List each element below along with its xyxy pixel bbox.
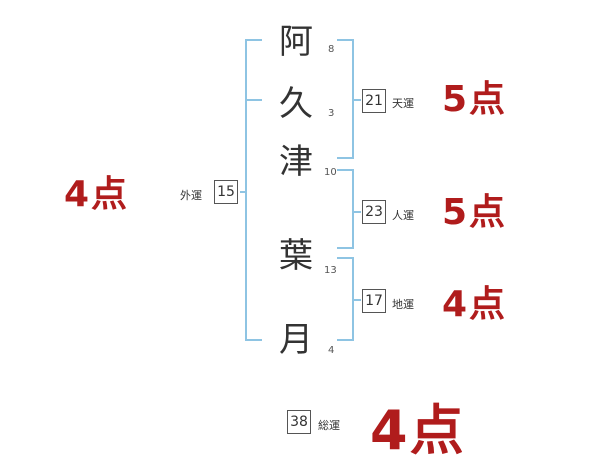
chikaku-bracket — [337, 257, 354, 341]
chikaku-score: 4点 — [442, 284, 508, 325]
chikaku-value-box: 17 — [362, 289, 386, 313]
soukaku-value-box: 38 — [287, 410, 311, 434]
gaikaku-value-box: 15 — [214, 180, 238, 204]
name-char-4: 葉 — [279, 236, 313, 276]
jinkaku-label: 人運 — [392, 209, 414, 222]
gaikaku-score: 4点 — [64, 174, 130, 215]
tenkaku-bracket — [337, 39, 354, 159]
stroke-count-1: 8 — [328, 44, 335, 55]
name-char-3: 津 — [279, 142, 313, 182]
stroke-count-4: 13 — [324, 265, 337, 276]
gaikaku-label: 外運 — [180, 189, 202, 202]
outer-bracket — [245, 39, 262, 341]
jinkaku-value-box: 23 — [362, 200, 386, 224]
tenkaku-label: 天運 — [392, 97, 414, 110]
jinkaku-bracket — [337, 169, 354, 249]
tenkaku-score: 5点 — [442, 79, 508, 120]
stroke-count-3: 10 — [324, 167, 337, 178]
soukaku-score: 4点 — [370, 399, 466, 462]
stroke-count-2: 3 — [328, 108, 335, 119]
tenkaku-value-box: 21 — [362, 89, 386, 113]
name-char-2: 久 — [279, 84, 313, 124]
name-char-5: 月 — [279, 320, 313, 360]
chikaku-label: 地運 — [392, 298, 414, 311]
jinkaku-score: 5点 — [442, 192, 508, 233]
name-char-1: 阿 — [279, 22, 313, 62]
stroke-count-5: 4 — [328, 345, 335, 356]
soukaku-label: 総運 — [318, 419, 340, 432]
